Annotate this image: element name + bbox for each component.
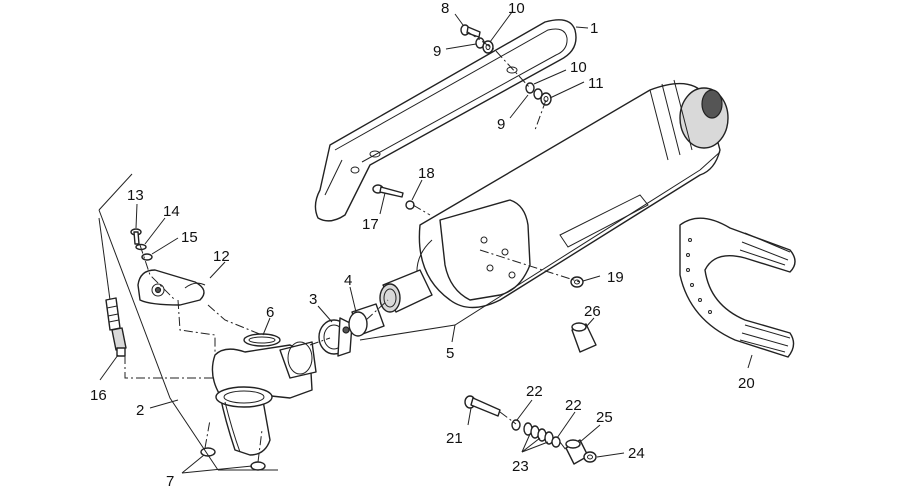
callout-10-top: 10 — [508, 0, 525, 17]
part-16-sensor — [98, 217, 127, 357]
callout-20: 20 — [738, 375, 755, 392]
part-2-manifold-pipe — [211, 341, 317, 456]
part-22-washer-left — [511, 419, 521, 431]
callouts: 1 8 10 9 10 11 9 18 17 19 26 5 4 3 6 12 … — [90, 0, 755, 490]
callout-15: 15 — [181, 229, 198, 246]
part-15-nut — [141, 253, 153, 261]
part-4-sleeve — [348, 303, 385, 337]
callout-22-right: 22 — [565, 397, 582, 414]
part-13-screw — [130, 228, 142, 245]
callout-2: 2 — [136, 402, 144, 419]
part-25-spacer — [565, 439, 589, 465]
callout-22-left: 22 — [526, 383, 543, 400]
callout-8: 8 — [441, 0, 449, 17]
part-8-bolt — [460, 24, 481, 38]
callout-18: 18 — [418, 165, 435, 182]
assembly-lines — [124, 31, 581, 463]
part-18-washer — [405, 200, 415, 210]
callout-7: 7 — [166, 473, 174, 490]
callout-21: 21 — [446, 430, 463, 447]
callout-4: 4 — [344, 272, 352, 289]
part-10-11-9-washers — [525, 82, 552, 106]
part-20-strap — [679, 217, 796, 358]
callout-16: 16 — [90, 387, 107, 404]
callout-24: 24 — [628, 445, 645, 462]
callout-3: 3 — [309, 291, 317, 308]
part-5-muffler — [379, 79, 729, 313]
callout-13: 13 — [127, 187, 144, 204]
part-23-washers — [523, 422, 554, 445]
callout-23: 23 — [512, 458, 529, 475]
part-19-nut — [570, 276, 584, 288]
callout-5: 5 — [446, 345, 454, 362]
part-26-spacer — [571, 322, 597, 353]
callout-9-top: 9 — [433, 43, 441, 60]
part-17-bolt — [372, 184, 404, 198]
part-3-clamp — [318, 317, 353, 357]
callout-12: 12 — [213, 248, 230, 265]
callout-6: 6 — [266, 304, 274, 321]
callout-25: 25 — [596, 409, 613, 426]
part-12-bracket — [137, 269, 206, 306]
part-6-gasket — [243, 333, 281, 347]
part-21-bolt — [464, 395, 501, 417]
callout-19: 19 — [607, 269, 624, 286]
part-24-nut — [583, 451, 597, 463]
part-22-washer-right — [551, 436, 561, 448]
callout-10-lower: 10 — [570, 59, 587, 76]
callout-17: 17 — [362, 216, 379, 233]
callout-14: 14 — [163, 203, 180, 220]
leader-lines — [99, 11, 753, 474]
callout-26: 26 — [584, 303, 601, 320]
part-1-heat-shield — [314, 19, 577, 222]
callout-11: 11 — [588, 75, 604, 92]
callout-9-lower: 9 — [497, 116, 505, 133]
callout-1: 1 — [590, 20, 598, 37]
